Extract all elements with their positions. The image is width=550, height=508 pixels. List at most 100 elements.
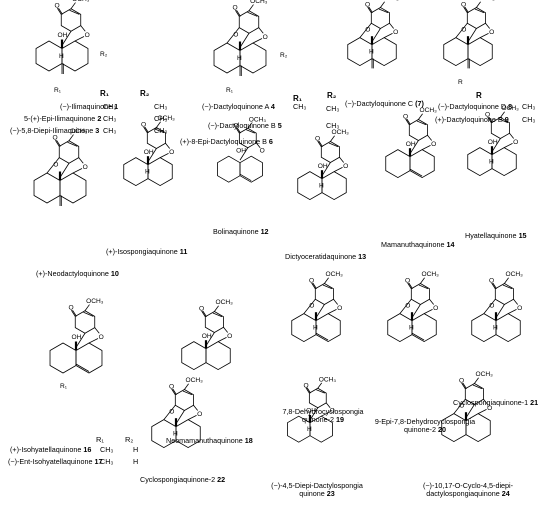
hydrogen-label: H <box>145 169 150 176</box>
oxygen-label: O <box>199 305 204 312</box>
substituent-2-r2: CH₃ <box>154 114 168 123</box>
compound-label-3: (−)-5,8-Diepi-Ilimaquinone 3 <box>10 126 100 135</box>
oxygen-label: O <box>169 383 174 390</box>
oxygen-label: O <box>461 1 466 8</box>
compound-label-4: (−)-Dactyloquinone A 4 <box>202 102 275 111</box>
hydrogen-label: H <box>313 325 318 332</box>
oxygen-label: O <box>227 333 232 340</box>
substituent-1-r2: CH₃ <box>154 102 168 111</box>
hydrogen-label: H <box>369 49 374 56</box>
methoxy-label: OCH₃ <box>319 376 337 383</box>
methoxy-label: OCH₃ <box>249 116 267 123</box>
hydroxyl-label: OH <box>144 149 154 156</box>
compound-label-21: Cyclospongiaquinone-1 21 <box>453 398 539 407</box>
hydrogen-label: H <box>307 426 312 433</box>
compound-label-1: (−)-Ilimaquinone 1 <box>60 102 119 111</box>
methoxy-label: OCH₃ <box>86 298 104 305</box>
hydrogen-label: H <box>59 53 64 60</box>
r2-header-isohyatellaquinone: R₂ <box>125 435 134 444</box>
methoxy-label: OCH₃ <box>501 105 519 112</box>
oxygen-label: O <box>485 111 490 118</box>
compound-label-14: Mamanuthaquinone 14 <box>381 240 455 249</box>
oxygen-label: O <box>365 1 370 8</box>
substituent-label: R₁ <box>226 87 234 94</box>
oxygen-label: O <box>337 305 342 312</box>
methoxy-label: OCH₃ <box>421 271 439 278</box>
oxygen-label: O <box>459 377 464 384</box>
r2-header-ilimaquinone: R₂ <box>140 89 150 98</box>
substituent-17-r1: CH₃ <box>100 457 114 466</box>
hydroxyl-label: OH <box>488 139 498 146</box>
r1-header-isohyatellaquinone: R₁ <box>96 435 104 444</box>
oxygen-label: O <box>85 32 90 39</box>
oxygen-label: O <box>489 29 494 36</box>
methoxy-label: OCH₃ <box>477 0 495 2</box>
compound-label-19: 7,8-Dehydrocyclospongia quinone-2 19 <box>282 407 364 425</box>
substituent-4-r2: CH₃ <box>326 104 340 113</box>
compound-label-18: Neomamanuthaquinone 18 <box>166 436 253 445</box>
hydroxyl-label: OH <box>58 32 68 39</box>
oxygen-label: O <box>403 113 408 120</box>
compound-label-17: (−)-Ent-Isohyatellaquinone 17 <box>8 457 103 466</box>
methoxy-label: OCH₃ <box>475 371 493 378</box>
substituent-8-r: CH₃ <box>522 102 536 111</box>
oxygen-label: O <box>234 122 239 129</box>
methoxy-label: OCH₃ <box>331 129 349 136</box>
methoxy-label: OCH₃ <box>70 128 88 135</box>
methoxy-label: OCH₃ <box>157 115 175 122</box>
methoxy-label: OCH₃ <box>185 377 203 384</box>
substituent-3-r1: CH₃ <box>103 126 117 135</box>
oxygen-label: O <box>309 277 314 284</box>
methoxy-label: OCH₃ <box>250 0 268 5</box>
compound-label-5: (−)-Dactyloquinone B 5 <box>208 121 282 130</box>
methoxy-label: OCH₃ <box>215 299 233 306</box>
substituent-1-r1: CH₃ <box>103 102 117 111</box>
compound-label-8: (−)-Dactyloquinone D 8 <box>438 102 513 111</box>
ring-oxygen-label: O <box>489 303 494 310</box>
compound-label-9: (+)-Dactyloquinone E 9 <box>435 115 509 124</box>
hydroxyl-label: OH <box>318 163 328 170</box>
hydroxyl-label: OH <box>406 141 416 148</box>
substituent-2-r1: CH₃ <box>103 114 117 123</box>
oxygen-label: O <box>513 139 518 146</box>
substituent-17-r2: H <box>133 457 139 466</box>
oxygen-label: O <box>197 411 202 418</box>
compound-label-12: Bolinaquinone 12 <box>213 227 269 236</box>
substituent-label: R₂ <box>100 51 108 58</box>
ring-oxygen-label: O <box>309 303 314 310</box>
hydroxyl-label: OH <box>306 408 316 415</box>
hydrogen-label: H <box>319 183 324 190</box>
substituent-3-r2: CH₃ <box>154 126 168 135</box>
ring-oxygen-label: O <box>461 27 466 34</box>
oxygen-label: O <box>304 382 309 389</box>
oxygen-label: O <box>53 135 58 142</box>
structure-1-3: OOCH₃OOHHR₁R₂ <box>35 0 108 94</box>
hydrogen-label: H <box>237 55 242 62</box>
compound-label-15: Hyatellaquinone 15 <box>465 231 527 240</box>
substituent-16-r1: CH₃ <box>100 445 114 454</box>
substituent-4-r1: CH₃ <box>293 102 307 111</box>
ring-oxygen-label: O <box>53 162 58 169</box>
oxygen-label: O <box>405 277 410 284</box>
oxygen-label: O <box>489 277 494 284</box>
structure-23: O OCH₃ O OH H <box>287 376 337 443</box>
oxygen-label: O <box>99 334 104 341</box>
oxygen-label: O <box>260 148 265 155</box>
oxygen-label: O <box>517 305 522 312</box>
compound-label-2: 5-(+)-Epi-Ilimaquinone 2 <box>24 114 102 123</box>
substituent-label: R <box>458 79 463 86</box>
oxygen-label: O <box>330 408 335 415</box>
ring-oxygen-label: O <box>405 303 410 310</box>
oxygen-label: O <box>393 29 398 36</box>
oxygen-label: O <box>315 135 320 142</box>
oxygen-label: O <box>433 305 438 312</box>
compound-label-16: (+)-Isohyatellaquinone 16 <box>10 445 92 454</box>
substituent-9-r: CH₃ <box>522 115 536 124</box>
